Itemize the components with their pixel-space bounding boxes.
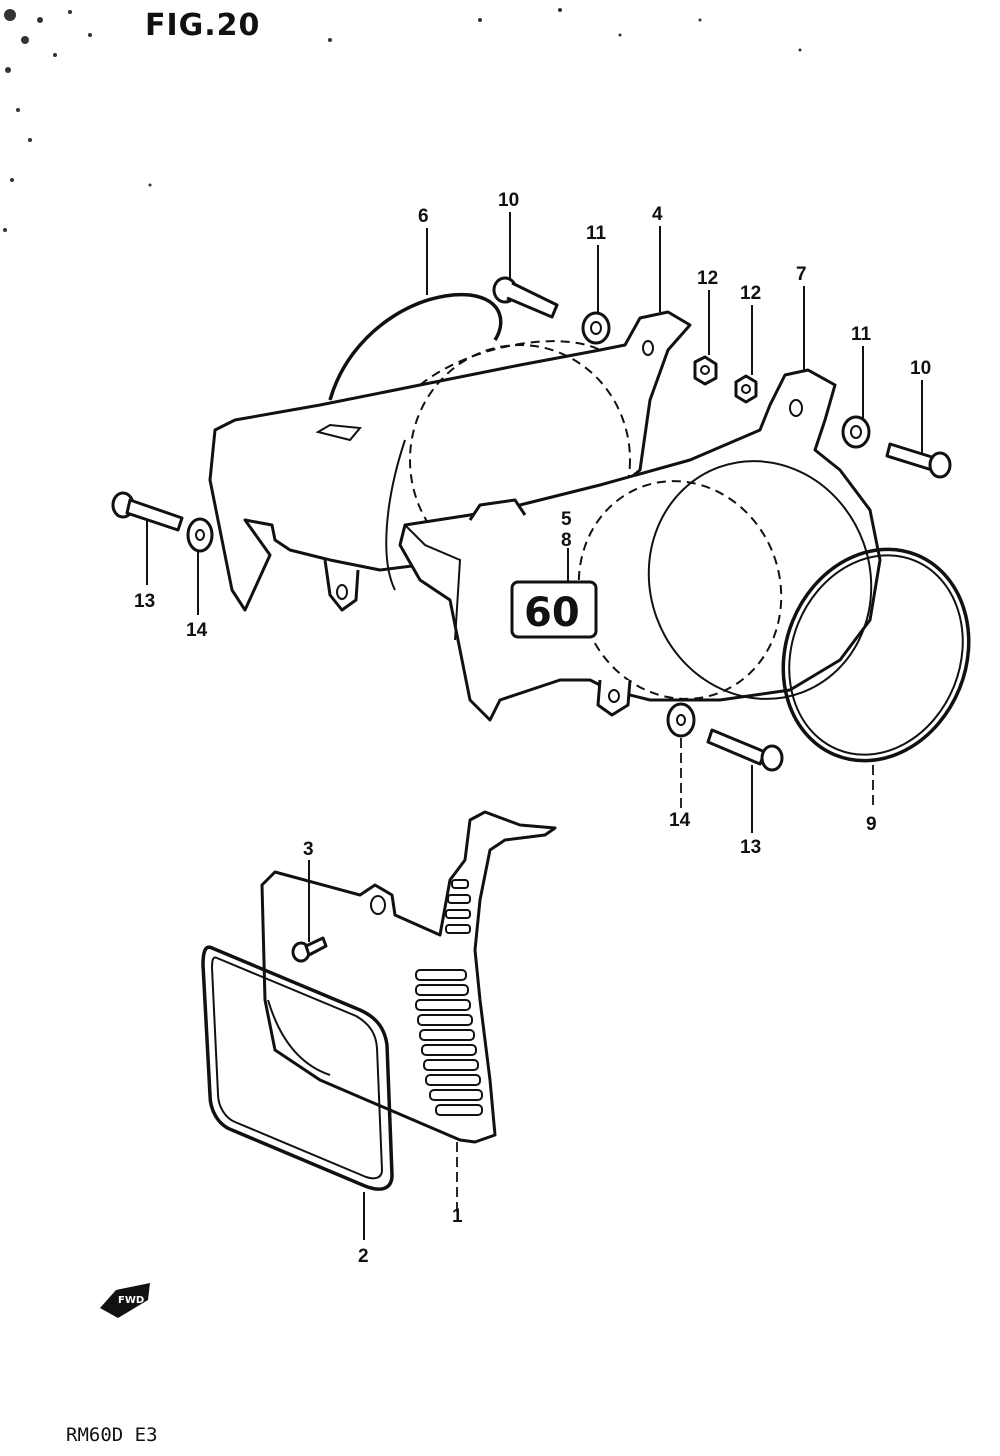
washer-11-upper	[581, 311, 611, 345]
decal-60	[510, 580, 598, 639]
callout-13: 13	[740, 837, 761, 858]
callout-9: 9	[866, 814, 877, 835]
gasket-6	[328, 292, 503, 401]
leader-lines	[146, 212, 923, 1240]
chain-cover-front: 60	[398, 368, 882, 722]
callout-13: 13	[134, 591, 155, 612]
callout-11: 11	[851, 324, 872, 345]
bolt-10-upper	[492, 276, 559, 319]
nut-12a	[693, 355, 718, 386]
callout-5: 5	[561, 509, 572, 530]
callout-8: 8	[561, 530, 572, 551]
callout-7: 7	[796, 264, 807, 285]
callout-labels: 6 10 11 4 12 12 7 11 10 5 8 13 14 14 13 …	[134, 190, 931, 1267]
washer-14-lower	[666, 702, 696, 738]
figure-title: FIG.20	[145, 8, 261, 43]
washer-14-left	[186, 517, 214, 553]
callout-10: 10	[910, 358, 931, 379]
callout-6: 6	[418, 206, 429, 227]
model-label: RM60D E3	[66, 1424, 158, 1446]
callout-1: 1	[452, 1206, 463, 1227]
callout-12: 12	[740, 283, 761, 304]
callout-4: 4	[652, 204, 663, 225]
callout-12: 12	[697, 268, 718, 289]
vent-slots	[415, 879, 483, 1116]
bolt-10-right	[885, 442, 952, 479]
callout-2: 2	[358, 1246, 369, 1267]
decal-text: 60	[524, 590, 580, 636]
callout-14: 14	[186, 620, 208, 641]
callout-11: 11	[586, 223, 607, 244]
screw-3	[291, 936, 328, 963]
fwd-arrow-icon: FWD	[100, 1283, 150, 1318]
fwd-label: FWD	[118, 1295, 144, 1306]
callout-10: 10	[498, 190, 519, 211]
side-panel-1	[260, 810, 557, 1144]
callout-14: 14	[669, 810, 691, 831]
bolt-13-left	[111, 491, 184, 532]
gasket-ring-9	[781, 547, 971, 763]
scan-noise	[3, 8, 802, 232]
callout-3: 3	[303, 839, 314, 860]
washer-11-right	[841, 415, 871, 449]
nut-12b	[734, 374, 758, 404]
bolt-13-lower	[706, 728, 784, 772]
gasket-plate-2	[201, 945, 394, 1191]
